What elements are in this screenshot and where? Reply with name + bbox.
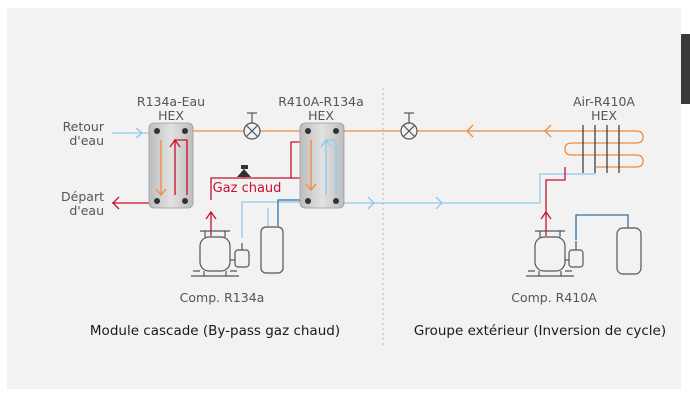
hex3-label-line2: HEX: [591, 108, 617, 123]
expansion-valve-1-icon: [243, 112, 261, 140]
accumulator-r410a-icon: [616, 227, 642, 275]
compressor-r410a-icon: [526, 230, 584, 277]
hex3-label-line1: Air-R410A: [573, 94, 635, 109]
compressor-r134a-label: Comp. R134a: [180, 290, 265, 305]
hex-r410a-r134a: [299, 122, 345, 209]
hex-air-r410a-coil: [582, 125, 620, 173]
hot-gas-label: Gaz chaud: [213, 181, 282, 196]
water-return-line: [112, 127, 152, 139]
side-tab-marker: [681, 34, 690, 104]
hot-gas-valve-icon: [237, 165, 251, 178]
hex2-label-line2: HEX: [308, 108, 334, 123]
hex1-label-line1: R134a-Eau: [137, 94, 205, 109]
water-return-label-line2: d'eau: [69, 133, 104, 148]
water-return-label-line1: Retour: [63, 119, 105, 134]
hex1-label-line2: HEX: [158, 108, 184, 123]
hex-r134a-water: [148, 122, 194, 209]
water-supply-line: [112, 196, 152, 210]
expansion-valve-2-icon: [400, 112, 418, 140]
accumulator-r134a-icon: [260, 226, 284, 274]
water-supply-label-line1: Départ: [61, 189, 104, 204]
compressor-r410a-label: Comp. R410A: [511, 290, 597, 305]
compressor-r134a-icon: [191, 230, 250, 277]
caption-cascade-module: Module cascade (By-pass gaz chaud): [90, 323, 340, 339]
water-supply-label-line2: d'eau: [69, 203, 104, 218]
caption-outdoor-unit: Groupe extérieur (Inversion de cycle): [414, 323, 666, 339]
hex2-label-line1: R410A-R134a: [278, 94, 364, 109]
